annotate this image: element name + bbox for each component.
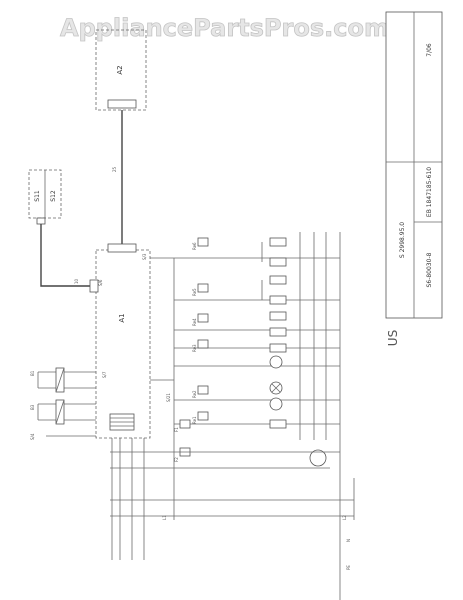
fuse-f2-label: F2 [174, 457, 179, 462]
relay-re3-label: Re3 [192, 344, 197, 352]
connector-s6-label: S/6 [98, 279, 103, 286]
watermark-text: AppliancePartsPros.com [60, 14, 389, 42]
supply-lines [111, 438, 145, 560]
element-3 [269, 275, 287, 285]
relay-re6-label: Re6 [192, 242, 197, 250]
element-1 [269, 237, 287, 247]
fuse-f1-label: F1 [174, 427, 179, 432]
element-6 [269, 327, 287, 337]
connector-s7-label: S/7 [102, 371, 107, 378]
switch-s11-s12: S11 S12 [28, 169, 62, 225]
switch-s12-label: S12 [50, 190, 57, 202]
element-4 [269, 295, 287, 305]
module-a2: A2 [95, 29, 147, 111]
relay-re4-label: Re4 [192, 318, 197, 326]
terminal-l1-label: L1 [162, 515, 167, 520]
title-date: 7/06 [426, 43, 433, 57]
module-a2-label: A2 [116, 65, 124, 74]
relay-re5-label: Re5 [192, 288, 197, 296]
title-doc-number-2: EB 1847185-610 [426, 167, 433, 217]
connector-s3-label: S/3 [142, 253, 147, 260]
element-7 [269, 343, 287, 353]
relay-contacts: Re6 Re5 Re4 Re3 Re2 Re1 [192, 237, 209, 424]
element-2 [269, 257, 287, 267]
title-doc-number-3: S6-80030-8 [426, 252, 433, 287]
terminal-pe-label: PE [346, 565, 351, 570]
title-block: 7/06 S 2998.95.0 EB 1847185-610 S6-80030… [385, 11, 443, 346]
relay-re2-label: Re2 [192, 390, 197, 398]
element-8 [269, 419, 287, 429]
switch-s21-label: S/21 [166, 393, 171, 402]
right-buses [299, 232, 341, 600]
switch-s11-label: S11 [34, 190, 41, 202]
title-mark: US [386, 330, 400, 346]
terminal-l2-label: L2 [342, 515, 347, 520]
heating-elements [261, 237, 287, 353]
terminal-n-label: N [346, 539, 351, 542]
fuses: F1 F2 S/21 [166, 393, 191, 462]
sensor-group: B1 B3 S/4 [30, 367, 96, 440]
relay-re1-label: Re1 [192, 416, 197, 424]
sensor-b3-label: B3 [30, 404, 35, 410]
wire-label-10: 10 [74, 278, 79, 284]
motors-and-lamps [269, 355, 327, 467]
motor-circulation-icon [269, 397, 283, 411]
mains-terminals: L1 L2 N PE [110, 451, 355, 570]
motor-drain-icon [309, 449, 327, 467]
sensor-b1-label: B1 [30, 370, 35, 376]
cable-s11-a1 [40, 224, 92, 287]
module-a1-label: A1 [118, 313, 126, 322]
motor-fan-icon [269, 355, 283, 369]
module-a1: A1 S/3 S/6 S/7 [89, 243, 151, 439]
title-doc-number-1: S 2998.95.0 [399, 222, 406, 258]
wire-label-25: 25 [112, 166, 117, 172]
switch-s4-label: S/4 [30, 433, 35, 440]
element-5 [269, 311, 287, 321]
